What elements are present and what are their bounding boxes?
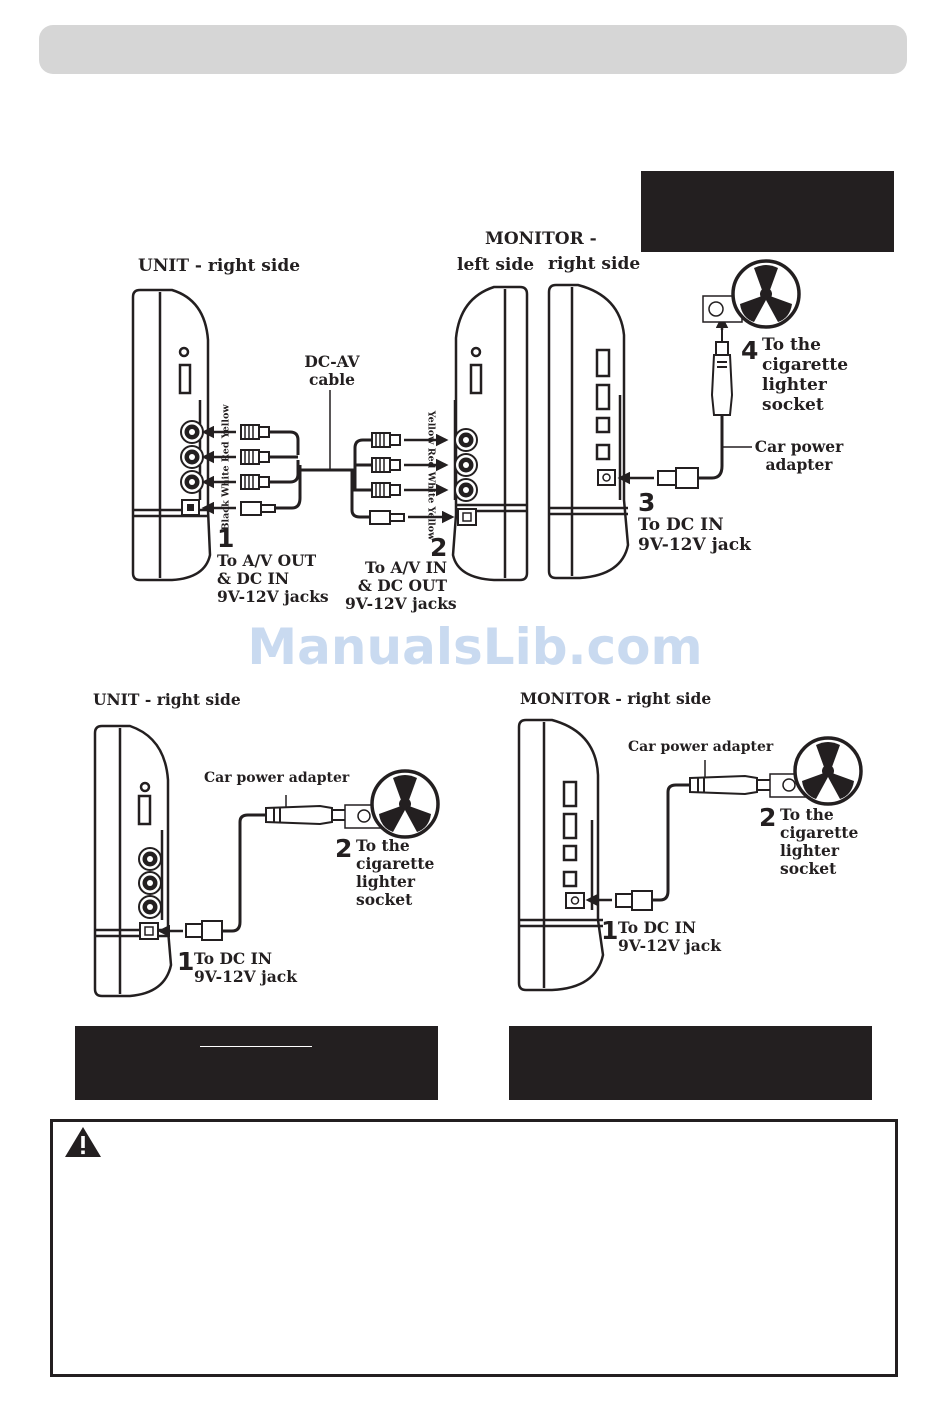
top-monitor-heading: MONITOR - (485, 229, 597, 249)
car-power-adapter-label: Car power adapter (754, 437, 844, 474)
step2-number: 2 (430, 533, 448, 562)
top-unit-label: UNIT - right side (138, 256, 301, 276)
step4-text: To the cigarette lighter socket (762, 335, 849, 415)
br-car-adapter-label: Car power adapter (628, 739, 774, 755)
bl-car-adapter-label: Car power adapter (204, 770, 350, 786)
bl-step1-number: 1 (177, 947, 195, 976)
bl-step1-text: To DC IN 9V-12V jack (194, 949, 297, 986)
br-step1-number: 1 (601, 916, 619, 945)
dcav-cable-label: DC-AV cable (304, 352, 360, 389)
bl-step2-number: 2 (335, 834, 353, 863)
top-monitor-right-label: right side (548, 254, 641, 274)
step1-text: To A/V OUT & DC IN 9V-12V jacks (217, 551, 329, 606)
bottom-left-black-box (75, 1026, 438, 1100)
top-right-black-box (641, 171, 894, 252)
watermark: ManualsLib.com (247, 618, 703, 676)
monitor-jack-labels: Yellow Red White Yellow (425, 410, 437, 541)
br-step1-text: To DC IN 9V-12V jack (618, 918, 721, 955)
underline-rule (200, 1046, 312, 1047)
br-step2-number: 2 (759, 803, 777, 832)
step4-number: 4 (741, 336, 759, 365)
step1-number: 1 (217, 524, 235, 553)
bl-unit-label: UNIT - right side (93, 690, 241, 709)
bottom-right-black-box (509, 1026, 872, 1100)
step3-number: 3 (638, 488, 656, 517)
step2-text: To A/V IN & DC OUT 9V-12V jacks (345, 558, 457, 613)
br-monitor-label: MONITOR - right side (520, 689, 712, 708)
warning-triangle-icon (65, 1127, 101, 1157)
warning-box (50, 1119, 898, 1377)
step3-text: To DC IN 9V-12V jack (638, 515, 751, 555)
top-monitor-left-label: left side (457, 255, 535, 275)
header-bar (39, 25, 907, 74)
br-step2-text: To the cigarette lighter socket (780, 805, 859, 878)
bl-step2-text: To the cigarette lighter socket (356, 836, 435, 909)
unit-jack-labels: Black White Red Yellow (220, 404, 232, 531)
fan-icon (731, 259, 801, 329)
